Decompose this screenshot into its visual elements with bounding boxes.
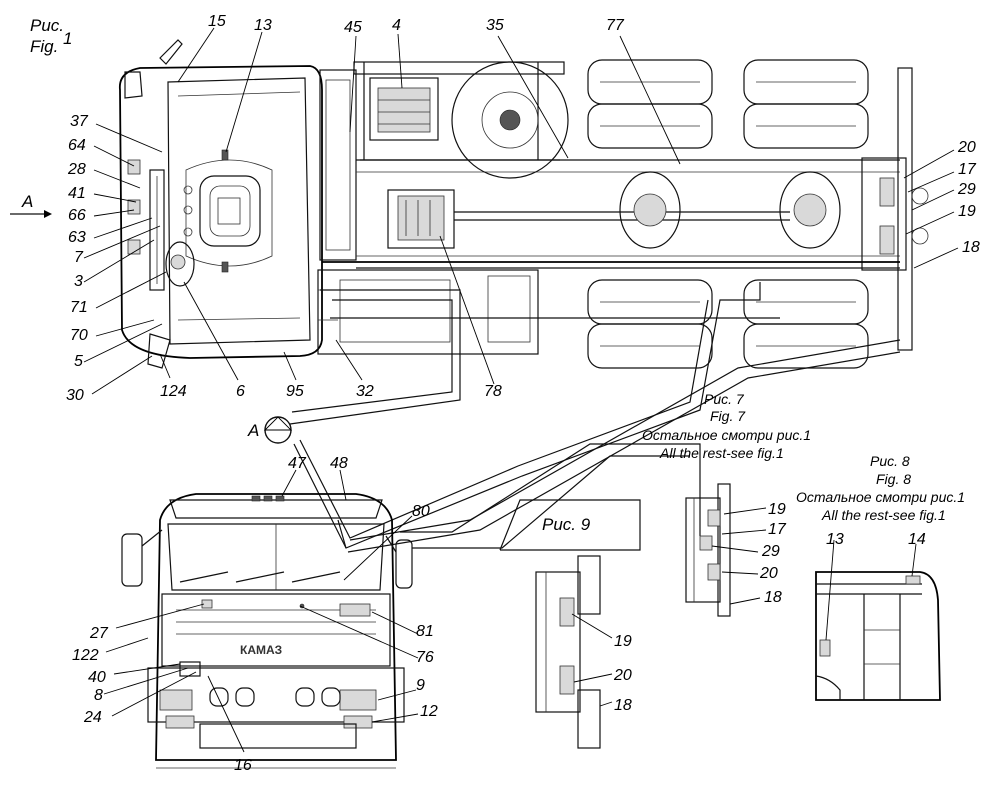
callout-78: 78 bbox=[484, 383, 502, 400]
fig8-callout-13: 13 bbox=[826, 531, 844, 548]
callout-40: 40 bbox=[88, 669, 106, 686]
rear-wheels bbox=[587, 59, 869, 369]
callout-8: 8 bbox=[94, 687, 103, 704]
callout-77: 77 bbox=[606, 17, 625, 34]
fig7-note-ru: Остальное смотри рис.1 bbox=[642, 427, 811, 443]
view-a-callout-label: A bbox=[247, 421, 259, 440]
callout-6: 6 bbox=[236, 383, 245, 400]
plan-view-callouts: 15 13 45 4 35 77 37 64 28 41 66 63 7 bbox=[66, 13, 980, 404]
callout-18: 18 bbox=[962, 239, 980, 256]
harness-routing-lines bbox=[289, 282, 901, 553]
callout-5: 5 bbox=[74, 353, 83, 370]
callout-12: 12 bbox=[420, 703, 438, 720]
fig7-note-en: All the rest-see fig.1 bbox=[659, 445, 784, 461]
callout-64: 64 bbox=[68, 137, 86, 154]
plan-view: Рис. Fig. 1 A bbox=[10, 13, 980, 444]
callout-81: 81 bbox=[416, 623, 434, 640]
callout-45: 45 bbox=[344, 19, 362, 36]
fig8-note-ru: Остальное смотри рис.1 bbox=[796, 489, 965, 505]
callout-20: 20 bbox=[957, 139, 976, 156]
fig8: Рис. 8 Fig. 8 Остальное смотри рис.1 All… bbox=[796, 453, 965, 701]
callout-47: 47 bbox=[288, 455, 307, 472]
callout-35: 35 bbox=[486, 17, 504, 34]
fig1-number: 1 bbox=[63, 29, 72, 48]
kamaz-badge: КАМАЗ bbox=[240, 643, 282, 657]
front-view-cab: КАМАЗ 47 48 80 27 122 40 8 bbox=[72, 455, 438, 774]
callout-28: 28 bbox=[67, 161, 86, 178]
callout-9: 9 bbox=[416, 677, 425, 694]
callout-32: 32 bbox=[356, 383, 374, 400]
fig1-title-en: Fig. bbox=[30, 37, 58, 56]
callout-124: 124 bbox=[160, 383, 187, 400]
callout-24: 24 bbox=[83, 709, 102, 726]
fig9-callout-19: 19 bbox=[614, 633, 632, 650]
fig9-callout-20: 20 bbox=[613, 667, 632, 684]
callout-16: 16 bbox=[234, 757, 252, 774]
callout-29: 29 bbox=[957, 181, 976, 198]
fig8-title-en: Fig. 8 bbox=[876, 471, 911, 487]
fig7: Рис. 7 Fig. 7 Остальное смотри рис.1 All… bbox=[642, 391, 811, 617]
callout-3: 3 bbox=[74, 273, 83, 290]
fig8-note-en: All the rest-see fig.1 bbox=[821, 507, 946, 523]
fig7-callout-18: 18 bbox=[764, 589, 782, 606]
fig7-title-en: Fig. 7 bbox=[710, 408, 746, 424]
callout-66: 66 bbox=[68, 207, 86, 224]
fig7-callout-20: 20 bbox=[759, 565, 778, 582]
callout-95: 95 bbox=[286, 383, 304, 400]
chassis-frame bbox=[317, 61, 929, 355]
callout-19: 19 bbox=[958, 203, 976, 220]
fig9: Рис. 9 19 20 18 bbox=[535, 515, 632, 749]
callout-63: 63 bbox=[68, 229, 86, 246]
callout-15: 15 bbox=[208, 13, 226, 30]
view-a-callout: A bbox=[247, 416, 293, 444]
callout-48: 48 bbox=[330, 455, 348, 472]
fig7-title-ru: Рис. 7 bbox=[704, 391, 745, 407]
callout-7: 7 bbox=[74, 249, 84, 266]
fig7-callout-17: 17 bbox=[768, 521, 787, 538]
callout-70: 70 bbox=[70, 327, 88, 344]
callout-80: 80 bbox=[412, 503, 430, 520]
callout-41: 41 bbox=[68, 185, 86, 202]
callout-37: 37 bbox=[70, 113, 89, 130]
fig9-title-ru: Рис. 9 bbox=[542, 515, 591, 534]
fig1-title-ru: Рис. bbox=[30, 16, 64, 35]
cab-top bbox=[118, 39, 323, 369]
callout-122: 122 bbox=[72, 647, 99, 664]
fig7-callout-19: 19 bbox=[768, 501, 786, 518]
callout-30: 30 bbox=[66, 387, 84, 404]
callout-4: 4 bbox=[392, 17, 401, 34]
callout-27: 27 bbox=[89, 625, 109, 642]
callout-71: 71 bbox=[70, 299, 88, 316]
callout-76: 76 bbox=[416, 649, 434, 666]
fig7-callout-29: 29 bbox=[761, 543, 780, 560]
fig8-callout-14: 14 bbox=[908, 531, 926, 548]
fig9-callout-18: 18 bbox=[614, 697, 632, 714]
view-a-arrow-label: A bbox=[21, 192, 33, 211]
view-a-arrow: A bbox=[10, 192, 52, 218]
callout-13: 13 bbox=[254, 17, 272, 34]
fig8-title-ru: Рис. 8 bbox=[870, 453, 910, 469]
callout-17: 17 bbox=[958, 161, 977, 178]
